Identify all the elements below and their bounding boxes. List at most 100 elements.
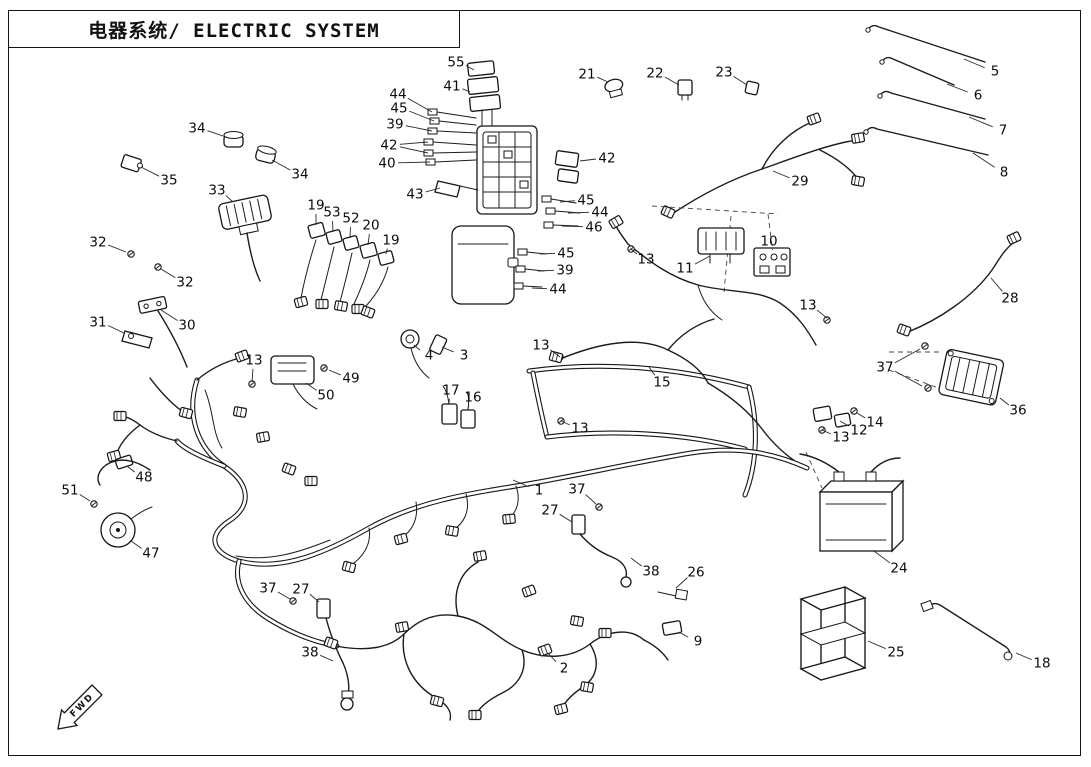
wire-28 bbox=[896, 230, 1022, 337]
callout-13: 13 bbox=[637, 252, 654, 268]
sensor-21 bbox=[604, 78, 624, 99]
callout-19: 19 bbox=[307, 198, 324, 214]
callout-27: 27 bbox=[292, 582, 309, 598]
leader-line-16 bbox=[467, 405, 470, 410]
leader-line-32 bbox=[108, 244, 127, 253]
callout-49: 49 bbox=[342, 371, 359, 387]
callout-44: 44 bbox=[591, 205, 608, 221]
flasher-22 bbox=[677, 79, 693, 101]
callout-37: 37 bbox=[568, 482, 585, 498]
leader-line-37 bbox=[894, 348, 921, 364]
leader-line-4 bbox=[413, 344, 421, 351]
frame-tubes bbox=[526, 353, 826, 498]
callout-12: 12 bbox=[850, 423, 867, 439]
callout-45: 45 bbox=[390, 101, 407, 117]
leader-line-8 bbox=[972, 152, 995, 168]
leader-line-5 bbox=[963, 58, 985, 69]
leader-line-35 bbox=[140, 166, 160, 177]
leader-line-27 bbox=[309, 593, 320, 603]
module-50 bbox=[270, 355, 328, 410]
leader-line-44 bbox=[407, 97, 433, 113]
leader-line-2 bbox=[547, 652, 557, 663]
callout-13: 13 bbox=[532, 338, 549, 354]
part-23 bbox=[744, 80, 760, 96]
callout-21: 21 bbox=[578, 67, 595, 83]
callout-38: 38 bbox=[301, 645, 318, 661]
leader-line-39 bbox=[537, 269, 555, 272]
leader-line-50 bbox=[305, 382, 317, 391]
callout-18: 18 bbox=[1033, 656, 1050, 672]
callout-39: 39 bbox=[386, 117, 403, 133]
leader-line-3 bbox=[441, 346, 454, 353]
callout-45: 45 bbox=[577, 193, 594, 209]
leader-line-23 bbox=[733, 76, 748, 86]
leader-line-13 bbox=[821, 429, 831, 435]
callout-36: 36 bbox=[1009, 403, 1026, 419]
cap-34b bbox=[255, 145, 277, 164]
callout-13: 13 bbox=[799, 298, 816, 314]
callout-17: 17 bbox=[442, 383, 459, 399]
leader-line-30 bbox=[160, 309, 178, 321]
callout-9: 9 bbox=[694, 634, 703, 650]
leader-line-40 bbox=[397, 161, 431, 164]
switch-35 bbox=[120, 154, 143, 173]
callout-34: 34 bbox=[291, 167, 308, 183]
callout-27: 27 bbox=[541, 503, 558, 519]
rear-harness-15 bbox=[548, 318, 802, 466]
left-small-parts bbox=[121, 250, 188, 368]
harness-29 bbox=[660, 112, 866, 220]
callout-8: 8 bbox=[1000, 165, 1009, 181]
callout-55: 55 bbox=[447, 55, 464, 71]
leader-line-12 bbox=[839, 420, 850, 427]
leader-line-48 bbox=[126, 465, 136, 473]
callout-34: 34 bbox=[188, 121, 205, 137]
clamp-48 bbox=[97, 454, 151, 486]
leader-line-15 bbox=[648, 366, 656, 376]
callout-4: 4 bbox=[425, 348, 434, 364]
cdi-wire bbox=[246, 232, 261, 282]
secondary-harness-2 bbox=[323, 549, 689, 721]
callout-45: 45 bbox=[557, 246, 574, 262]
leader-line-18 bbox=[1015, 652, 1032, 661]
callout-50: 50 bbox=[317, 388, 334, 404]
callout-13: 13 bbox=[832, 430, 849, 446]
leader-line-13 bbox=[251, 368, 254, 383]
leader-line-13 bbox=[560, 420, 570, 426]
callout-3: 3 bbox=[460, 348, 469, 364]
page-border bbox=[8, 10, 1081, 756]
callout-19: 19 bbox=[382, 233, 399, 249]
callout-11: 11 bbox=[676, 261, 693, 277]
callout-16: 16 bbox=[464, 390, 481, 406]
leader-line-43 bbox=[425, 187, 441, 193]
callout-51: 51 bbox=[61, 483, 78, 499]
callout-2: 2 bbox=[560, 661, 569, 677]
callout-23: 23 bbox=[715, 65, 732, 81]
callout-33: 33 bbox=[208, 183, 225, 199]
callout-1: 1 bbox=[535, 483, 544, 499]
callout-53: 53 bbox=[323, 205, 340, 221]
cable-ties bbox=[863, 24, 989, 156]
leader-line-27 bbox=[559, 513, 573, 523]
leader-line-31 bbox=[107, 325, 125, 334]
page-title: 电器系统/ ELECTRIC SYSTEM bbox=[88, 19, 380, 42]
leader-line-33 bbox=[225, 195, 234, 203]
sensor-wires bbox=[289, 503, 632, 711]
leader-line-11 bbox=[694, 255, 711, 265]
battery bbox=[799, 451, 905, 553]
relays-12-14 bbox=[812, 405, 858, 428]
callout-35: 35 bbox=[160, 173, 177, 189]
callout-22: 22 bbox=[646, 66, 663, 82]
leader-line-45 bbox=[559, 200, 576, 203]
leader-line-28 bbox=[990, 277, 1003, 292]
leader-line-9 bbox=[678, 631, 689, 638]
leader-line-37 bbox=[894, 370, 923, 387]
callout-32: 32 bbox=[176, 275, 193, 291]
horn-47 bbox=[100, 506, 153, 548]
leader-line-37 bbox=[585, 494, 597, 505]
leader-line-34 bbox=[271, 159, 291, 171]
callout-37: 37 bbox=[259, 581, 276, 597]
callout-24: 24 bbox=[890, 561, 907, 577]
leader-line-21 bbox=[597, 76, 609, 83]
cable-tie-18 bbox=[920, 599, 1013, 661]
